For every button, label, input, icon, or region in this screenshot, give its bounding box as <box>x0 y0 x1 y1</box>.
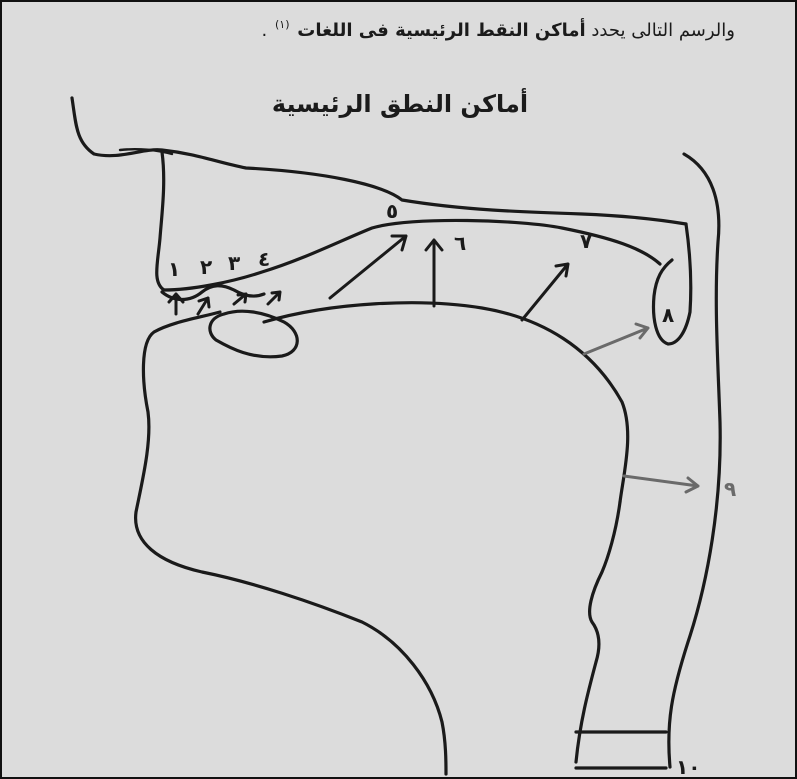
upper-lip-outline <box>157 152 164 290</box>
label-9: ٩ <box>724 477 736 501</box>
label-4: ٤ <box>258 247 270 271</box>
arrow-7 <box>522 264 568 320</box>
jaw-outline <box>136 312 446 774</box>
arrow-5 <box>330 236 406 298</box>
arrow-3 <box>234 294 246 304</box>
label-6: ٦ <box>454 231 466 255</box>
pharynx-back-wall <box>669 154 720 767</box>
arrow-9 <box>624 476 698 492</box>
label-5: ٥ <box>386 199 398 223</box>
label-2: ٢ <box>200 255 212 279</box>
arrow-8 <box>584 324 648 354</box>
label-3: ٣ <box>228 251 240 275</box>
tongue-body-outline <box>264 303 628 502</box>
epiglottis-outline <box>576 502 620 762</box>
label-10: ١٠ <box>676 755 700 779</box>
arrow-6 <box>426 240 442 306</box>
label-8: ٨ <box>662 303 674 327</box>
label-1: ١ <box>168 257 180 281</box>
arrow-4 <box>268 292 280 304</box>
label-7: ٧ <box>580 229 592 253</box>
arrow-2 <box>198 298 209 314</box>
